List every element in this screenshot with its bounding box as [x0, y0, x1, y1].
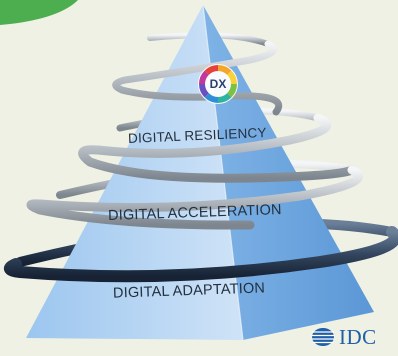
dx-ring-icon: DX — [198, 64, 238, 104]
spiral-front — [4, 40, 398, 283]
dx-logo-text: DX — [210, 77, 227, 91]
corner-accent — [0, 0, 78, 25]
idc-logo-text: IDC — [339, 324, 377, 349]
idc-globe-icon — [311, 328, 335, 346]
idc-logo: IDC — [311, 324, 377, 349]
